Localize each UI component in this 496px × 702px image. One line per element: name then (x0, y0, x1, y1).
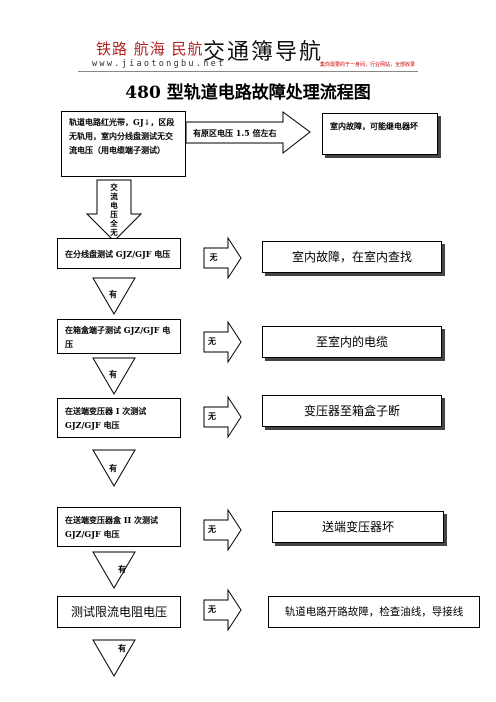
result-2-text: 至室内的电缆 (315, 335, 388, 349)
yes-label-4: 有 (118, 564, 126, 574)
result-5-box: 轨道电路开路故障，检查油线，导接线 (268, 596, 480, 628)
no-label-2: 无 (208, 336, 216, 346)
step-1-text: 在分线盘测试 GJZ/GJF 电压 (65, 248, 171, 259)
start-box: 轨道电路红光带，GJ↓，区段无轨用，室内分线盘测试无交流电压（用电缆端子测试） (61, 111, 186, 177)
site-url: www.jiaotongbu.net (92, 59, 226, 69)
result-2-box: 至室内的电缆 (262, 326, 442, 358)
result-1-text: 室内故障，在室内查找 (291, 250, 412, 264)
site-logo-right: 交通簿导航 (203, 40, 324, 65)
step-2-text: 在箱盒端子测试 GJZ/GJF 电压 (65, 324, 171, 349)
no-label-1: 无 (209, 252, 218, 262)
yes-label-3: 有 (109, 463, 117, 473)
yes-label-2: 有 (109, 369, 117, 379)
arrow-down-4 (92, 449, 136, 487)
step-3-box: 在送端变压器 I 次测试 GJZ/GJF 电压 (57, 398, 181, 438)
banner-divider (78, 71, 418, 72)
site-logo-left: 铁路 航海 民航 (96, 40, 204, 58)
no-label-3: 无 (208, 411, 216, 421)
result-3-text: 变压器至箱盒子断 (303, 404, 400, 418)
step-4-box: 在送端变压器盒 II 次测试 GJZ/GJF 电压 (57, 507, 181, 547)
site-slogan: 集你需要的于一身间，行业网站，全部收录 (320, 62, 416, 68)
arrow-right-3 (203, 395, 242, 439)
arrow-down-3 (92, 357, 136, 395)
step-3-text: 在送端变压器 I 次测试 GJZ/GJF 电压 (65, 406, 147, 430)
arrow-down-6 (92, 639, 136, 677)
arrow-down-1 (85, 179, 143, 242)
step-5-text: 测试限流电阻电压 (70, 605, 167, 619)
step-1-box: 在分线盘测试 GJZ/GJF 电压 (57, 238, 181, 269)
arrow-right-4 (203, 508, 242, 552)
arrow-right-5 (203, 588, 242, 632)
result-5-text: 轨道电路开路故障，检查油线，导接线 (284, 606, 464, 618)
yes-label-1: 有 (109, 289, 117, 299)
result-1-box: 室内故障，在室内查找 (262, 241, 442, 273)
arrow-down-5 (92, 551, 136, 589)
arrow-right-main (185, 111, 311, 155)
no-label-4: 无 (208, 524, 216, 534)
arrow-down-2 (92, 277, 136, 315)
no-label-5: 无 (208, 604, 216, 614)
start-box-text: 轨道电路红光带，GJ↓，区段无轨用，室内分线盘测试无交流电压（用电缆端子测试） (69, 117, 175, 155)
arrow-right-2 (203, 320, 242, 364)
indoor-relay-text: 室内故障，可能继电器坏 (330, 121, 418, 131)
indoor-relay-box: 室内故障，可能继电器坏 (322, 113, 438, 155)
result-4-box: 送端变压器坏 (272, 511, 444, 543)
arrow-down-1-label: 交 流 电 压 全 无 (110, 183, 118, 237)
step-2-box: 在箱盒端子测试 GJZ/GJF 电压 (57, 319, 181, 354)
arrow-right-1 (203, 236, 242, 280)
step-5-box: 测试限流电阻电压 (57, 596, 181, 628)
voltage-label: 有原区电压 1.5 倍左右 (193, 128, 277, 138)
result-4-text: 送端变压器坏 (321, 520, 394, 534)
yes-label-5: 有 (118, 643, 126, 653)
step-4-text: 在送端变压器盒 II 次测试 GJZ/GJF 电压 (65, 515, 159, 539)
result-3-box: 变压器至箱盒子断 (262, 395, 442, 427)
page-title: 480 型轨道电路故障处理流程图 (125, 83, 371, 103)
